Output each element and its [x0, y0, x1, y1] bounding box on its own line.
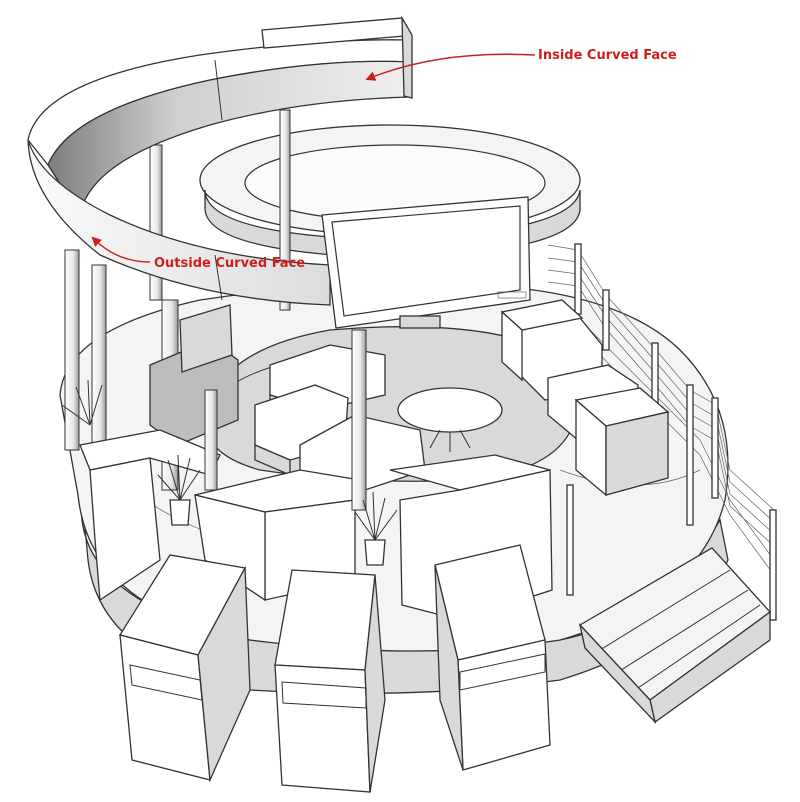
inside-curved-face-label: Inside Curved Face	[538, 48, 677, 63]
inside-arrow-icon	[365, 53, 536, 81]
outer-curved-ring	[27, 15, 413, 306]
outside-curved-face-label: Outside Curved Face	[154, 256, 305, 271]
annotation-inside: Inside Curved Face	[365, 48, 677, 81]
cabinet-right	[574, 387, 670, 497]
podium-left	[118, 554, 251, 783]
tv-screen	[321, 196, 531, 329]
coffee-table	[397, 387, 503, 452]
podium-center	[274, 569, 386, 793]
outside-arrow-icon	[91, 236, 151, 263]
plants	[61, 379, 398, 566]
stairs	[578, 547, 771, 725]
podium-right	[434, 544, 551, 771]
railing	[547, 243, 777, 696]
annotation-outside: Outside Curved Face	[91, 236, 305, 271]
front-pillars	[204, 329, 367, 511]
cabinet-back-right	[500, 299, 584, 382]
